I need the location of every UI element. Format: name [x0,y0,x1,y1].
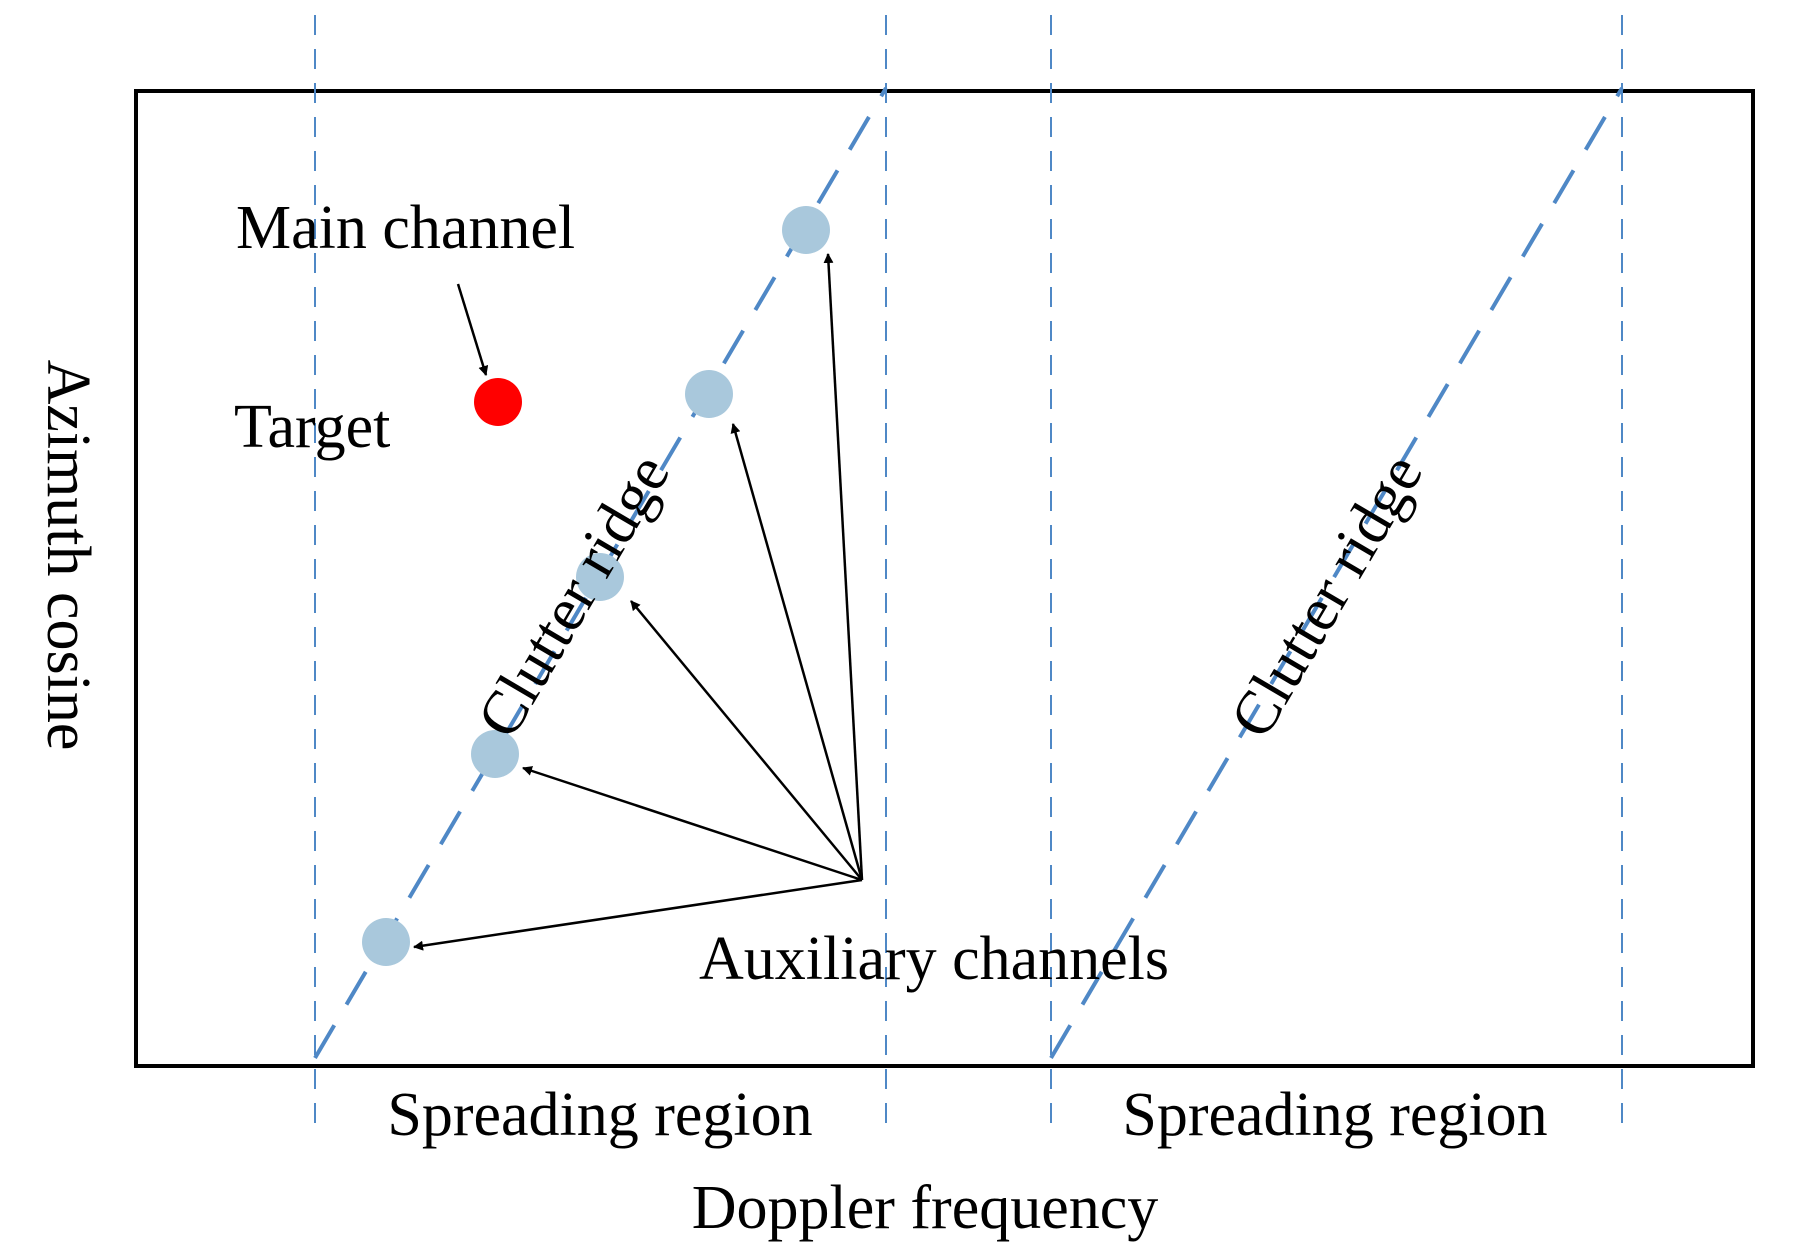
auxiliary-channel-dot-3 [576,553,624,601]
main-channel-label: Main channel [236,194,575,262]
y-axis-label: Azimuth cosine [34,360,102,751]
clutter-ridge-label-left: Clutter ridge [464,443,683,749]
target-label: Target [234,393,390,461]
spreading-region-label-right: Spreading region [1122,1081,1547,1149]
auxiliary-channel-dot-4 [685,370,733,418]
clutter-ridge-label-right: Clutter ridge [1217,443,1436,749]
plot-frame [134,89,1755,1068]
auxiliary-channel-dot-2 [471,730,519,778]
auxiliary-arrow-1 [413,878,863,951]
auxiliary-channel-dot-1 [362,918,410,966]
spreading-region-boundaries [314,15,1623,1135]
auxiliary-channels-label: Auxiliary channels [699,925,1169,993]
auxiliary-channel-dot-5 [782,206,830,254]
x-axis-label: Doppler frequency [692,1174,1159,1242]
main-channel-arrow [456,283,489,376]
clutter-ridge-line-right [1049,86,1624,1060]
auxiliary-arrow-3 [630,600,863,881]
auxiliary-arrow-4 [730,423,864,881]
target-dot [474,378,522,426]
auxiliary-arrow-2 [522,766,863,882]
auxiliary-arrow-5 [823,253,864,881]
spreading-region-label-left: Spreading region [387,1081,812,1149]
